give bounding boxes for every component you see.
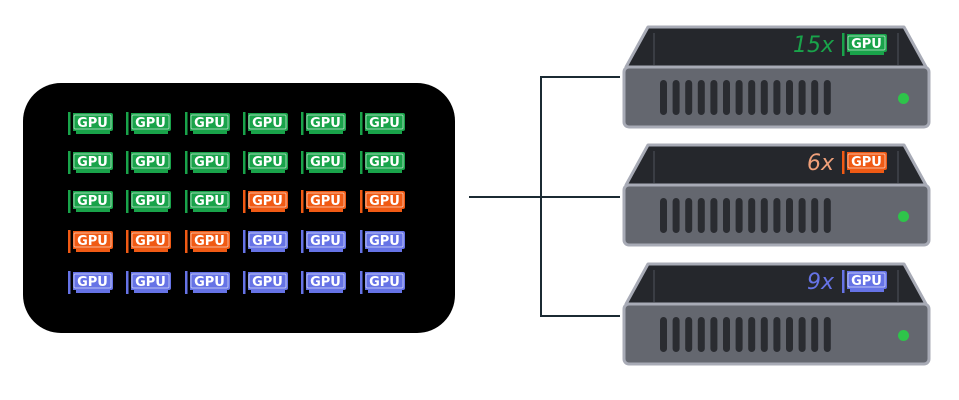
gpu-card-icon: GPU bbox=[840, 268, 888, 295]
gpu-card-nvidia-icon: GPU bbox=[66, 110, 114, 137]
gpu-card-nvidia-icon: GPU bbox=[124, 110, 172, 137]
gpu-label: GPU bbox=[135, 275, 166, 290]
gpu-label: GPU bbox=[310, 116, 341, 131]
gpu-label: GPU bbox=[369, 116, 400, 131]
gpu-card-nvidia-icon: GPU bbox=[299, 149, 347, 176]
gpu-card-amd-icon: GPU bbox=[299, 188, 347, 215]
gpu-label: GPU bbox=[194, 234, 225, 249]
gpu-label: GPU bbox=[369, 194, 400, 209]
gpu-card-intel-icon: GPU bbox=[183, 269, 231, 296]
server-gpu-count: 9x bbox=[806, 270, 834, 295]
gpu-label: GPU bbox=[252, 234, 283, 249]
gpu-card-intel-icon: GPU bbox=[66, 269, 114, 296]
gpu-label: GPU bbox=[194, 194, 225, 209]
gpu-card-icon: GPU bbox=[840, 31, 888, 58]
gpu-label: GPU bbox=[77, 234, 108, 249]
gpu-label: GPU bbox=[252, 275, 283, 290]
gpu-card-amd-icon: GPU bbox=[183, 228, 231, 255]
gpu-card-intel-icon: GPU bbox=[299, 228, 347, 255]
gpu-label: GPU bbox=[135, 116, 166, 131]
gpu-label: GPU bbox=[252, 194, 283, 209]
server-3: 9x GPU bbox=[620, 262, 932, 368]
gpu-card-nvidia-icon: GPU bbox=[183, 110, 231, 137]
gpu-card-intel-icon: GPU bbox=[299, 269, 347, 296]
gpu-label: GPU bbox=[310, 194, 341, 209]
gpu-label: GPU bbox=[194, 155, 225, 170]
gpu-card-intel-icon: GPU bbox=[241, 228, 289, 255]
gpu-card-nvidia-icon: GPU bbox=[66, 149, 114, 176]
gpu-card-nvidia-icon: GPU bbox=[358, 110, 406, 137]
gpu-card-intel-icon: GPU bbox=[358, 269, 406, 296]
server-2: 6x GPU bbox=[620, 143, 932, 249]
gpu-card-amd-icon: GPU bbox=[241, 188, 289, 215]
gpu-label: GPU bbox=[252, 155, 283, 170]
gpu-label: GPU bbox=[77, 194, 108, 209]
gpu-label: GPU bbox=[77, 275, 108, 290]
status-led-icon bbox=[898, 211, 909, 222]
gpu-label: GPU bbox=[851, 274, 882, 289]
server-rack-icon bbox=[622, 25, 931, 129]
gpu-label: GPU bbox=[369, 155, 400, 170]
gpu-label: GPU bbox=[135, 234, 166, 249]
server-gpu-count: 6x bbox=[806, 151, 834, 176]
server-1: 15x GPU bbox=[620, 25, 932, 131]
gpu-label: GPU bbox=[369, 275, 400, 290]
gpu-card-nvidia-icon: GPU bbox=[124, 188, 172, 215]
gpu-card-nvidia-icon: GPU bbox=[183, 149, 231, 176]
server-gpu-count: 15x bbox=[792, 33, 834, 58]
gpu-pool: GPU GPU GPU GPU GPU GPU GPU GPU GPU GPU GPU GPU GPU G… bbox=[23, 83, 455, 333]
gpu-card-nvidia-icon: GPU bbox=[241, 149, 289, 176]
gpu-card-nvidia-icon: GPU bbox=[183, 188, 231, 215]
gpu-card-nvidia-icon: GPU bbox=[299, 110, 347, 137]
gpu-card-intel-icon: GPU bbox=[358, 228, 406, 255]
gpu-label: GPU bbox=[252, 116, 283, 131]
gpu-label: GPU bbox=[194, 275, 225, 290]
gpu-card-nvidia-icon: GPU bbox=[358, 149, 406, 176]
gpu-card-nvidia-icon: GPU bbox=[241, 110, 289, 137]
gpu-label: GPU bbox=[851, 155, 882, 170]
gpu-card-intel-icon: GPU bbox=[124, 269, 172, 296]
status-led-icon bbox=[898, 93, 909, 104]
gpu-label: GPU bbox=[851, 37, 882, 52]
gpu-card-icon: GPU bbox=[840, 149, 888, 176]
gpu-label: GPU bbox=[194, 116, 225, 131]
gpu-card-amd-icon: GPU bbox=[358, 188, 406, 215]
status-led-icon bbox=[898, 330, 909, 341]
gpu-label: GPU bbox=[135, 155, 166, 170]
server-rack-icon bbox=[622, 143, 931, 247]
gpu-label: GPU bbox=[310, 234, 341, 249]
gpu-card-amd-icon: GPU bbox=[66, 228, 114, 255]
gpu-label: GPU bbox=[135, 194, 166, 209]
gpu-label: GPU bbox=[310, 155, 341, 170]
gpu-label: GPU bbox=[77, 116, 108, 131]
gpu-card-intel-icon: GPU bbox=[241, 269, 289, 296]
gpu-card-nvidia-icon: GPU bbox=[66, 188, 114, 215]
gpu-label: GPU bbox=[369, 234, 400, 249]
gpu-card-nvidia-icon: GPU bbox=[124, 149, 172, 176]
gpu-card-amd-icon: GPU bbox=[124, 228, 172, 255]
gpu-label: GPU bbox=[77, 155, 108, 170]
gpu-label: GPU bbox=[310, 275, 341, 290]
